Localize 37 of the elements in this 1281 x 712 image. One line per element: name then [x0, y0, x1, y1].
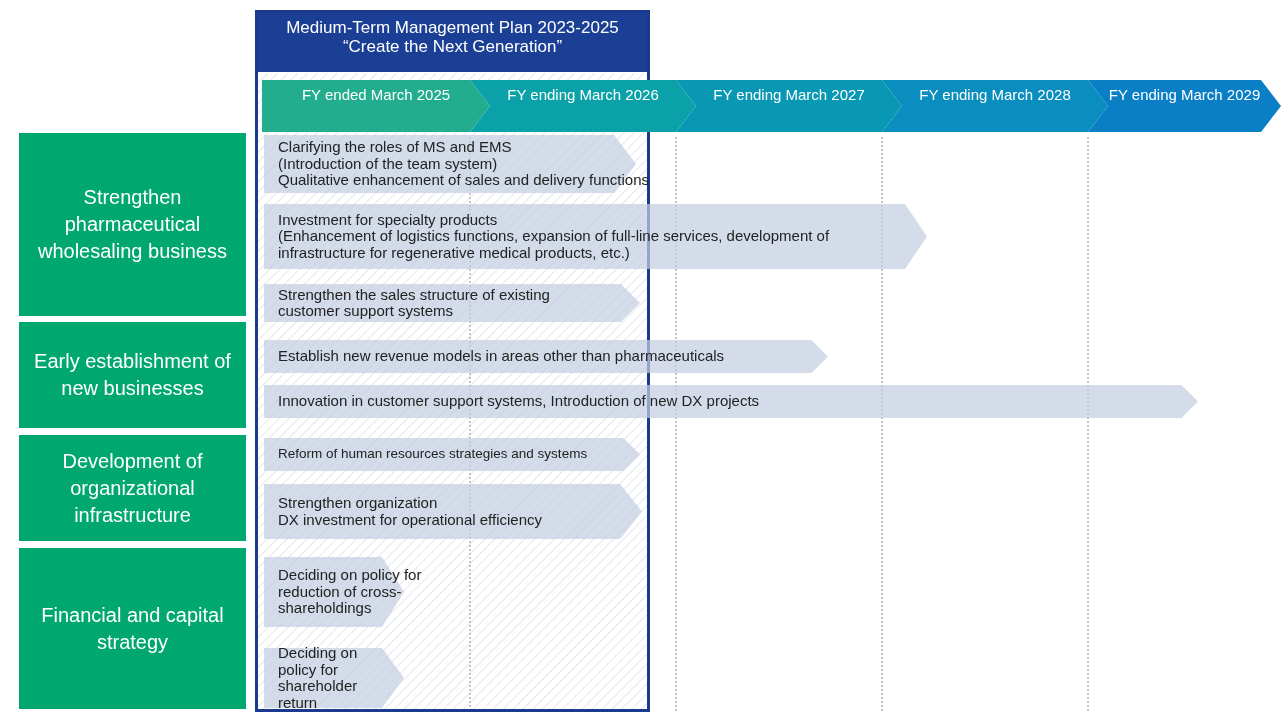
fiscal-year-banner: [1088, 80, 1281, 132]
initiative-text: (Enhancement of logistics functions, expansion of full-line services, development of infrastructure for regenerative medical products, etc.): [278, 228, 831, 262]
fiscal-year-banner: [882, 80, 1108, 132]
initiative-bar: [264, 484, 642, 539]
initiative-text: Establish new revenue models in areas other than pharmaceuticals: [278, 348, 726, 365]
strategy-label: Financial and capital strategy: [40, 602, 225, 655]
initiative-bar: [264, 438, 640, 471]
initiative-bar: [264, 385, 1198, 418]
strategy-label: Development of organizational infrastructure: [61, 448, 204, 528]
initiative-text: Deciding on policy for shareholder return: [278, 645, 359, 711]
plan-heading: Medium-Term Management Plan 2023-2025 “Create the Next Generation”: [285, 19, 620, 57]
fiscal-year-banner: [262, 80, 490, 132]
initiative-text: Investment for specialty products: [278, 211, 499, 229]
fiscal-year-banner: [676, 80, 902, 132]
strategy-box: [19, 322, 246, 428]
initiative-bar: [264, 284, 640, 322]
initiative-bar: [264, 204, 927, 269]
fiscal-year-banner: [470, 80, 696, 132]
initiative-text: DX investment for operational efficiency: [278, 511, 544, 528]
initiative-bar: [264, 648, 404, 708]
year-label: FY ending March 2026: [506, 87, 660, 104]
initiative-text: Deciding on policy for reduction of cross-shareholdings: [278, 567, 423, 617]
strategy-box: [19, 133, 246, 316]
strategy-label: Strengthen pharmaceutical wholesaling business: [37, 185, 228, 264]
strategy-box: [19, 435, 246, 541]
initiative-text: Clarifying the roles of MS and EMS (Introduction of the team system): [278, 139, 513, 173]
strategy-box: [19, 548, 246, 709]
initiative-text: Strengthen the sales structure of existing customer support systems: [278, 286, 551, 320]
year-label: FY ended March 2025: [300, 87, 452, 104]
initiative-text: Reform of human resources strategies and systems: [278, 447, 589, 462]
year-label: FY ending March 2029: [1107, 87, 1262, 104]
initiative-bar: [264, 340, 828, 373]
initiative-text: Strengthen organization: [278, 495, 439, 512]
initiative-text: Innovation in customer support systems, Introduction of new DX projects: [278, 393, 761, 410]
strategy-label: Early establishment of new businesses: [33, 349, 232, 401]
year-label: FY ending March 2027: [712, 87, 866, 104]
year-label: FY ending March 2028: [918, 87, 1072, 104]
